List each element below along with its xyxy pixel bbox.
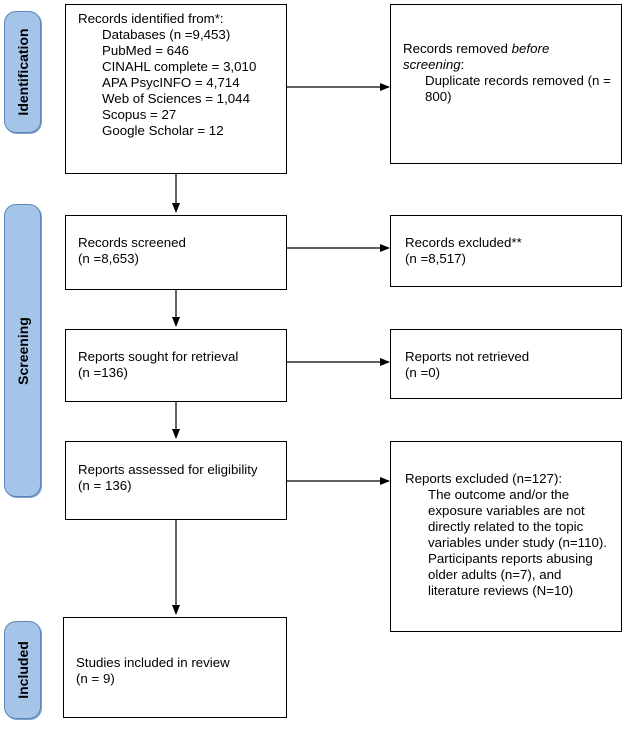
reports-assessed-box: Reports assessed for eligibility (n = 13… — [65, 441, 287, 520]
records-removed-title: Records removed before screening: — [403, 41, 550, 72]
records-excluded-count: (n =8,517) — [405, 251, 466, 266]
records-identified-box: Records identified from*: Databases (n =… — [65, 4, 287, 174]
phase-included: Included — [4, 621, 41, 719]
reports-not-retrieved-title: Reports not retrieved — [405, 349, 530, 364]
source-item: Scopus = 27 — [102, 107, 177, 122]
reports-excluded-title: Reports excluded (n=127): — [405, 471, 563, 486]
source-item: CINAHL complete = 3,010 — [102, 59, 257, 74]
reports-not-retrieved-count: (n =0) — [405, 365, 441, 380]
phase-screening: Screening — [4, 204, 41, 497]
records-identified-title: Records identified from*: — [78, 11, 224, 26]
exclusion-reason: Participants reports abusing older adult… — [428, 551, 593, 598]
reports-sought-box: Reports sought for retrieval (n =136) — [65, 329, 287, 402]
source-item: APA PsycINFO = 4,714 — [102, 75, 240, 90]
records-excluded-title: Records excluded** — [405, 235, 522, 250]
source-item: Web of Sciences = 1,044 — [102, 91, 250, 106]
phase-identification: Identification — [4, 11, 41, 133]
studies-included-title: Studies included in review — [76, 655, 230, 670]
source-item: Google Scholar = 12 — [102, 123, 224, 138]
records-removed-box: Records removed before screening: Duplic… — [390, 4, 622, 164]
records-screened-box: Records screened (n =8,653) — [65, 215, 287, 290]
records-screened-count: (n =8,653) — [78, 251, 139, 266]
source-item: Databases (n =9,453) — [102, 27, 231, 42]
source-item: PubMed = 646 — [102, 43, 189, 58]
reports-assessed-count: (n = 136) — [78, 478, 132, 493]
reports-excluded-box: Reports excluded (n=127): The outcome an… — [390, 441, 622, 632]
studies-included-count: (n = 9) — [76, 671, 115, 686]
reports-sought-count: (n =136) — [78, 365, 128, 380]
reports-assessed-title: Reports assessed for eligibility — [78, 462, 258, 477]
exclusion-reason: The outcome and/or the exposure variable… — [428, 487, 607, 550]
records-excluded-box: Records excluded** (n =8,517) — [390, 215, 622, 287]
reports-sought-title: Reports sought for retrieval — [78, 349, 239, 364]
reports-not-retrieved-box: Reports not retrieved (n =0) — [390, 329, 622, 399]
records-screened-title: Records screened — [78, 235, 186, 250]
duplicates-removed: Duplicate records removed (n = 800) — [425, 73, 611, 104]
studies-included-box: Studies included in review (n = 9) — [63, 617, 287, 718]
